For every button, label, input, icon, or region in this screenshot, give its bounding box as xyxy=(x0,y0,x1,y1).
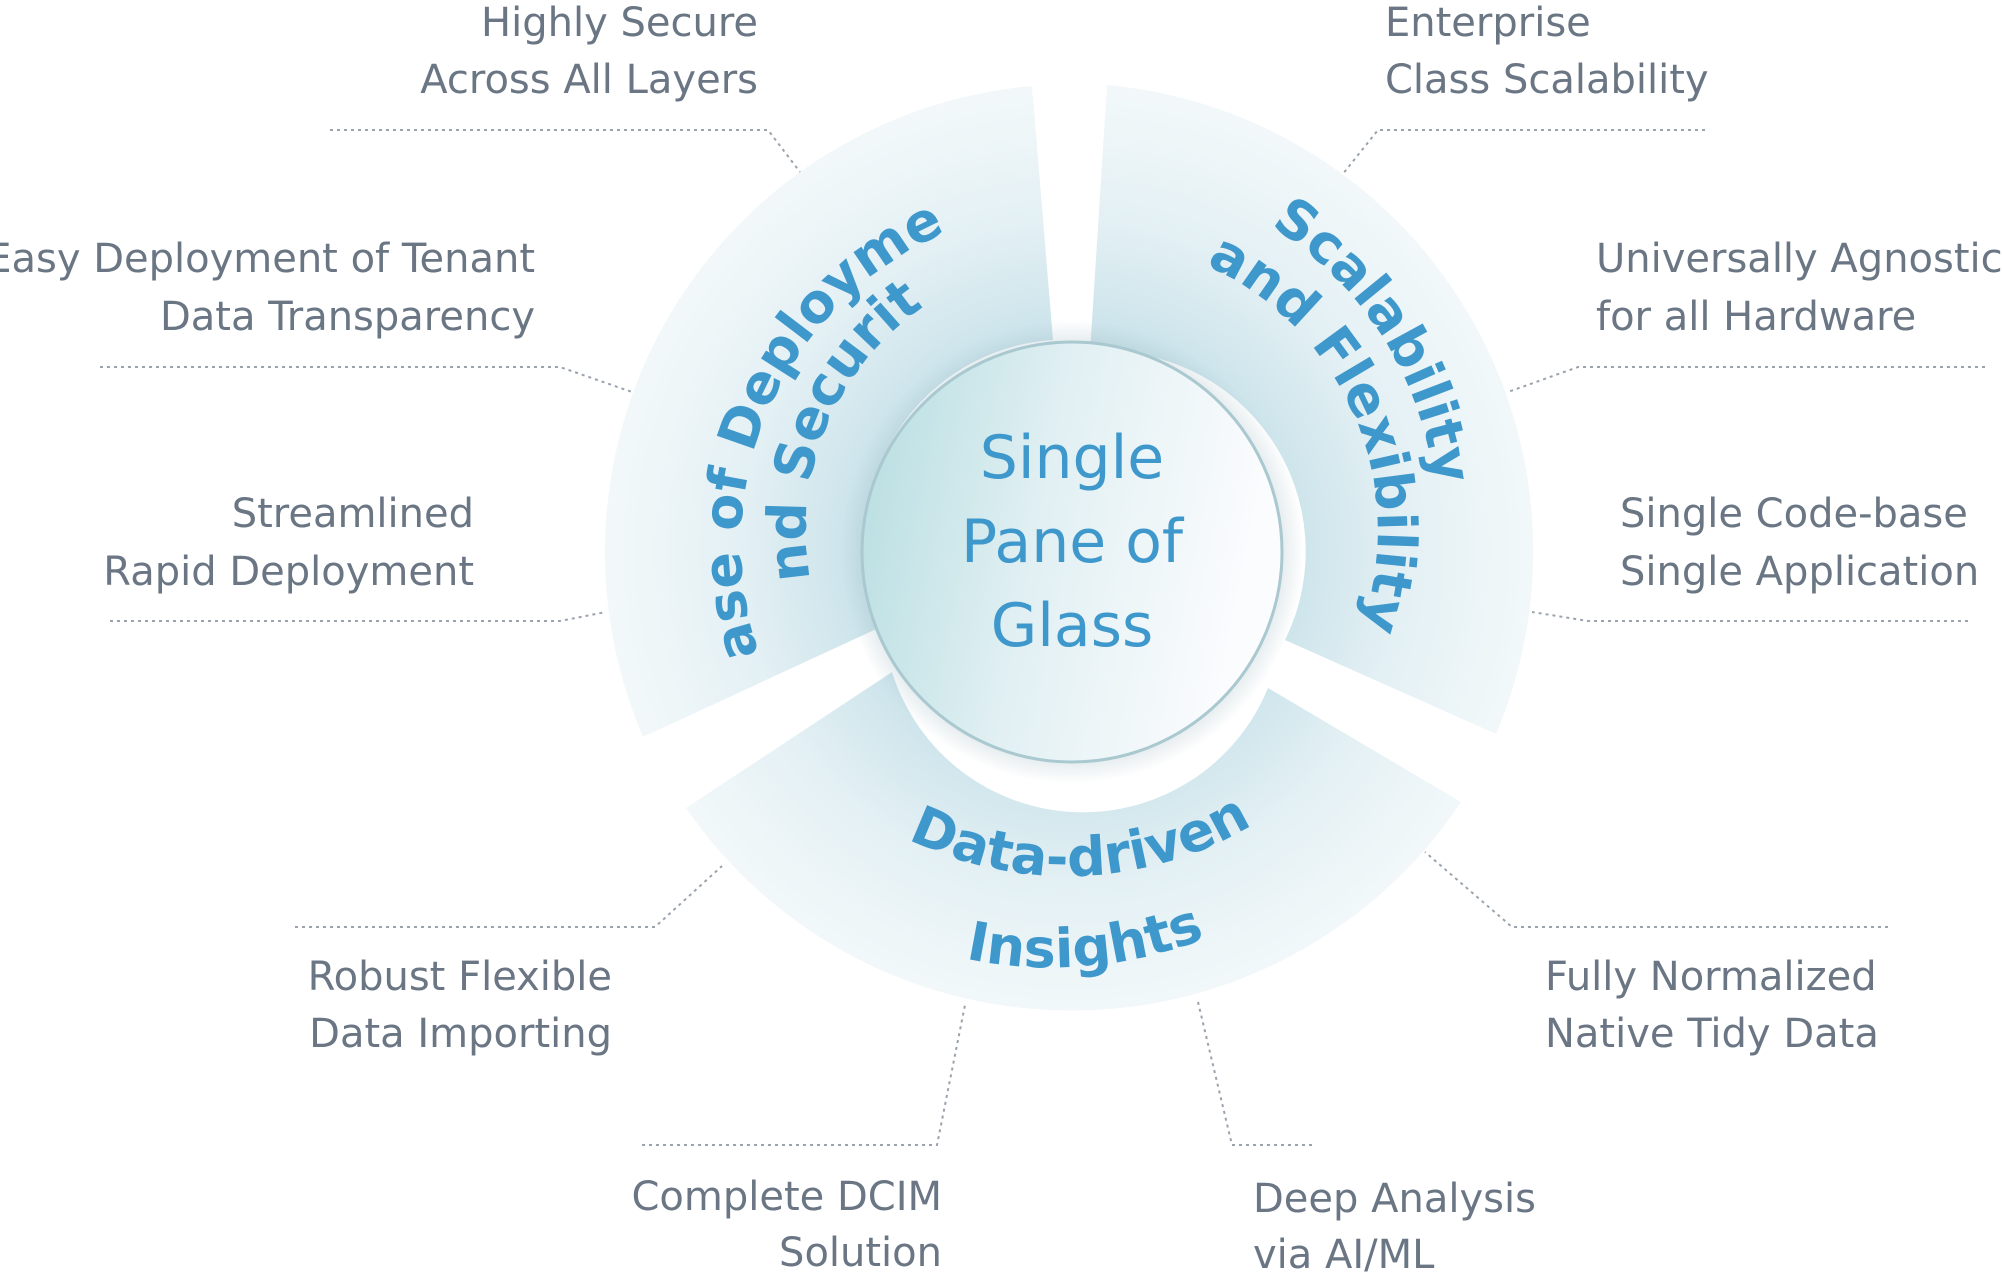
segment-ease-of-deployment xyxy=(604,86,1053,737)
feature-label-line: Rapid Deployment xyxy=(103,549,474,595)
segment-scalability xyxy=(1090,85,1534,734)
leader-line xyxy=(642,1004,966,1146)
feature-label-line: via AI/ML xyxy=(1253,1232,1435,1277)
leader-line xyxy=(100,366,633,393)
feature-label-line: Easy Deployment of Tenant xyxy=(0,236,535,282)
segment-ring xyxy=(604,85,1534,1011)
feature-label-line: Enterprise xyxy=(1385,0,1591,46)
feature-label-line: Native Tidy Data xyxy=(1545,1011,1879,1057)
feature-label-line: Robust Flexible xyxy=(308,954,612,1000)
leader-lines xyxy=(100,129,1985,1146)
leader-line xyxy=(110,611,607,622)
leader-line xyxy=(1507,366,1985,393)
feature-label-line: Single Application xyxy=(1620,549,1979,595)
leader-line xyxy=(295,865,723,928)
center-circle-disc xyxy=(860,340,1284,764)
feature-label-line: Class Scalability xyxy=(1385,57,1709,103)
feature-label-line: Deep Analysis xyxy=(1253,1176,1536,1222)
feature-label-line: for all Hardware xyxy=(1596,294,1916,340)
leader-line xyxy=(1531,611,1968,622)
leader-line xyxy=(1341,129,1705,176)
feature-label-line: Data Transparency xyxy=(160,294,535,340)
feature-label-line: Highly Secure xyxy=(481,0,758,46)
segment-data-driven xyxy=(686,672,1461,1011)
feature-label: Universally Agnostic for all Hardware xyxy=(1596,236,2002,340)
feature-label-line: Universally Agnostic xyxy=(1596,236,2002,282)
center-title-line: Pane of xyxy=(961,507,1185,577)
center-title-line: Glass xyxy=(991,591,1153,661)
feature-label-line: Streamlined xyxy=(232,491,474,537)
leader-line xyxy=(330,129,801,173)
center-title-line: Single xyxy=(980,423,1164,493)
feature-label-line: Single Code-base xyxy=(1620,491,1968,537)
feature-label-line: Solution xyxy=(779,1230,942,1276)
feature-label-line: Fully Normalized xyxy=(1545,954,1877,1000)
feature-label-line: Complete DCIM xyxy=(631,1174,942,1220)
center-circle xyxy=(840,320,1304,784)
feature-label: Deep Analysis via AI/ML xyxy=(1253,1176,1536,1277)
feature-label-line: Across All Layers xyxy=(420,57,758,103)
feature-label-line: Data Importing xyxy=(309,1011,612,1057)
leader-line xyxy=(1424,851,1888,928)
feature-label: Complete DCIM Solution xyxy=(631,1174,942,1276)
leader-line xyxy=(1197,1001,1312,1146)
